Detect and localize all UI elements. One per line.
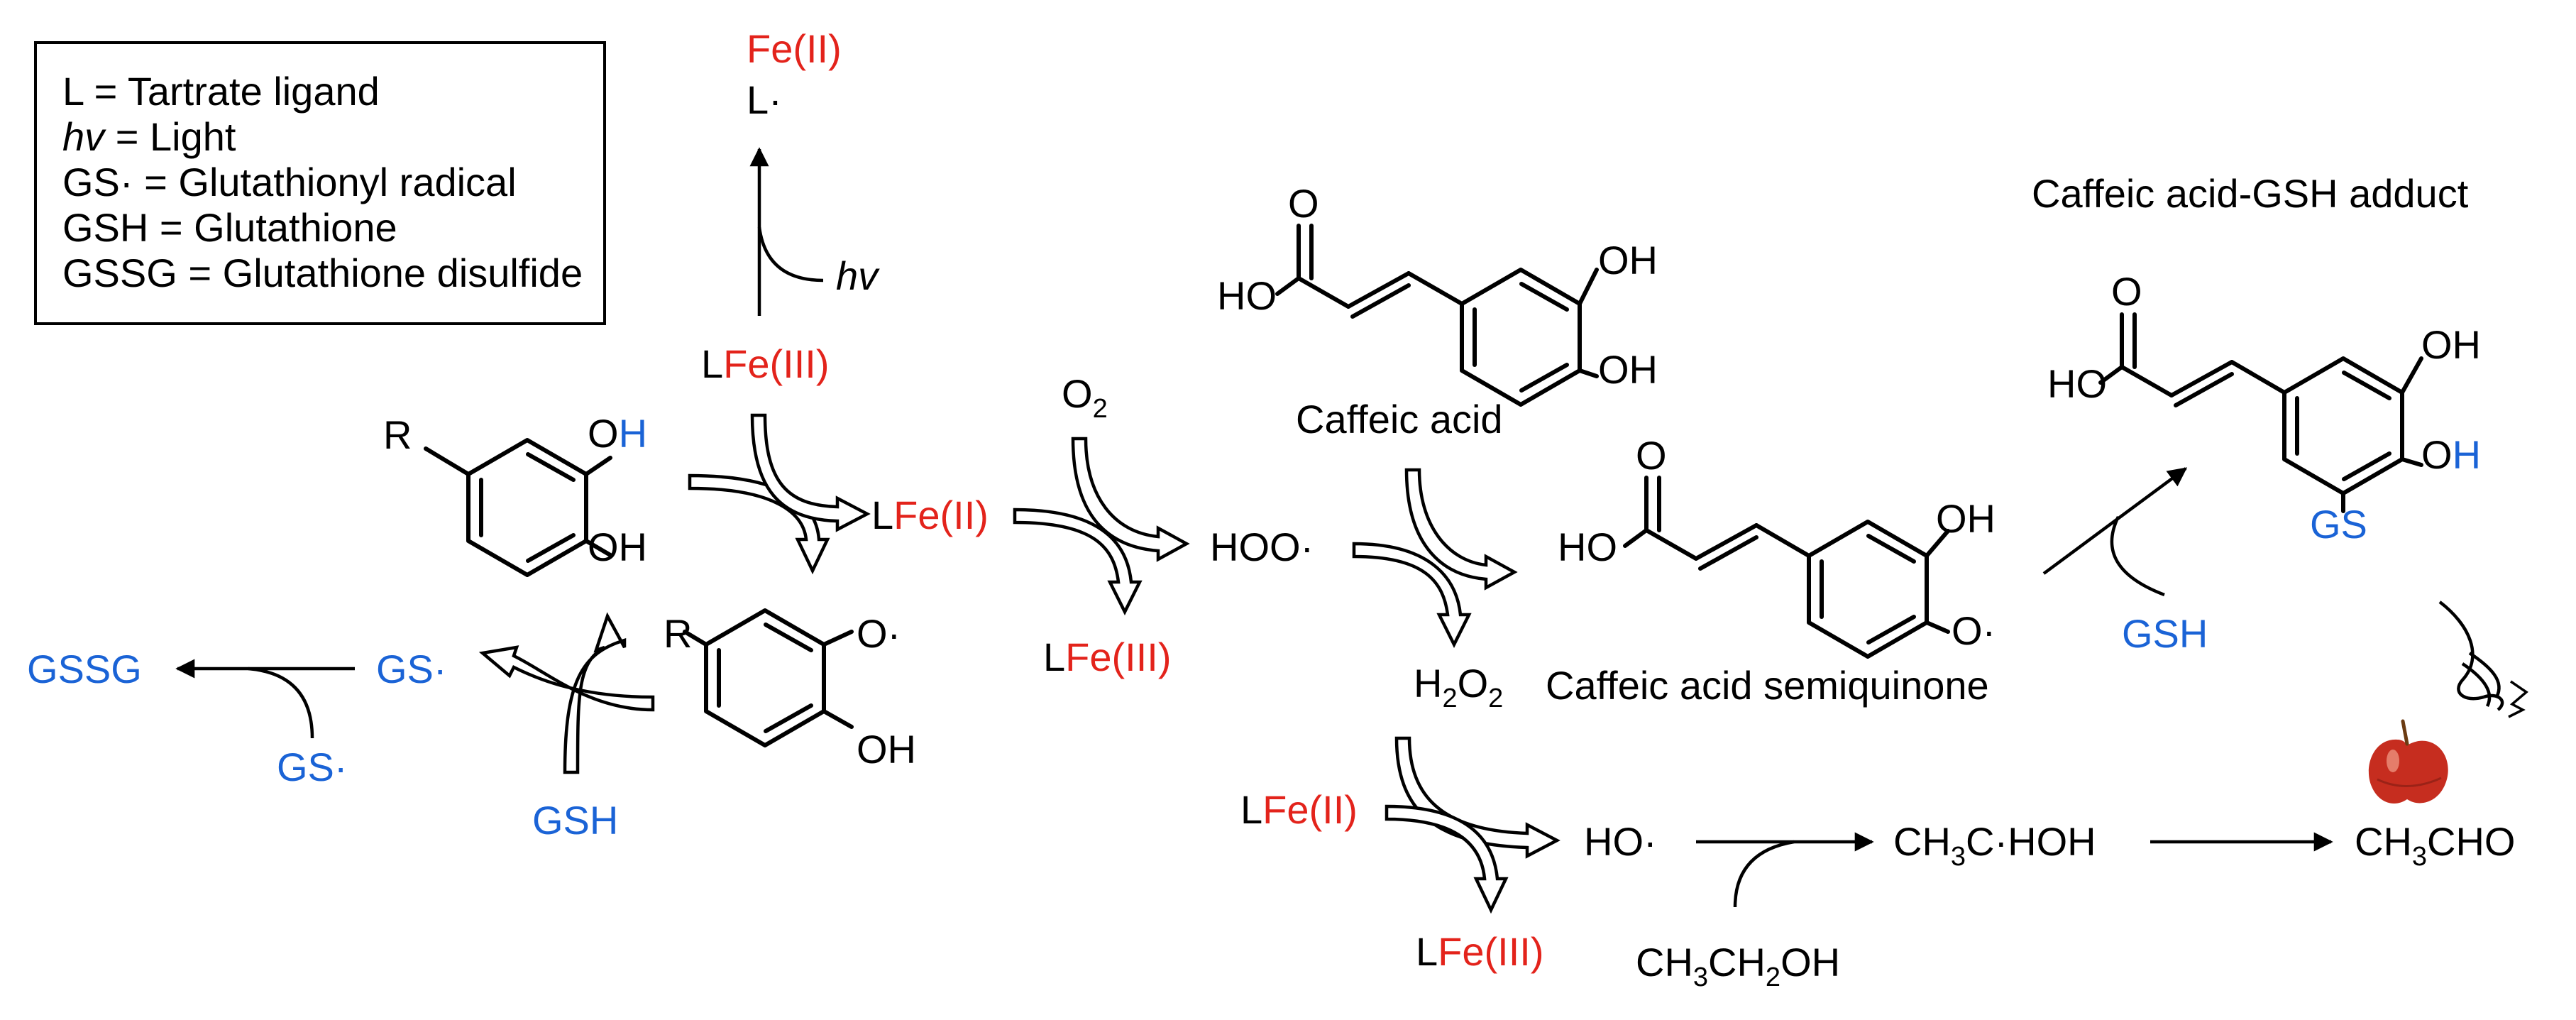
adduct-carbonyl-o: O (2111, 269, 2142, 314)
caffeic-acid-ho: HO (1217, 273, 1277, 318)
fe3-reduction-arrow (752, 415, 867, 530)
catechol-molecule: R OH OH (383, 411, 647, 575)
lfe3-mid-label: LFe(III) (1043, 635, 1171, 679)
legend: L = Tartrate ligand hv = Light GS· = Glu… (35, 43, 605, 324)
legend-line-disulfide: GSSG = Glutathione disulfide (62, 251, 583, 295)
semiquinone-o-radical: O· (857, 611, 901, 656)
gsh-reductant-label: GSH (532, 798, 618, 843)
gssg-label: GSSG (27, 647, 142, 691)
adduct-ho: HO (2047, 361, 2107, 406)
ligand-radical-label: L· (747, 77, 782, 122)
lfe2-mid-label: LFe(II) (871, 493, 989, 537)
hydroxyl-radical-label: HO· (1584, 819, 1657, 864)
caffeic-acid-semiquinone-molecule: O HO OH O· Caffeic acid semiquinone (1546, 433, 1996, 708)
gsh-addition-curve (2112, 517, 2164, 595)
legend-line-ligand: L = Tartrate ligand (62, 69, 380, 114)
photolysis-step: Fe(II) L· hv LFe(III) (701, 26, 880, 386)
second-radical-curve (248, 669, 312, 738)
adduct-oh-bottom: OH (2421, 432, 2481, 477)
semiquinone-acid-ho: HO (1558, 525, 1617, 569)
semiquinone-ring (706, 610, 824, 745)
nose-icon (2440, 602, 2526, 717)
fenton-iron-arrow (1387, 806, 1506, 910)
lfe2-fenton-label: LFe(II) (1240, 787, 1358, 832)
legend-line-glutathionyl: GS· = Glutathionyl radical (62, 160, 517, 204)
semiquinone-acid-ring (1809, 522, 1927, 657)
catechol-ring (468, 440, 586, 575)
light-label: hv (836, 253, 880, 298)
ethanol-input-curve (1735, 842, 1794, 907)
glutathionyl-formation-arrow (483, 647, 653, 710)
caffeic-acid-ring (1462, 270, 1580, 405)
lfe3-top-label: LFe(III) (701, 341, 829, 386)
semiquinone-oh: OH (857, 727, 916, 772)
hydroperoxyl-radical-label: HOO· (1210, 525, 1314, 569)
glutathionyl-radical-label: GS· (376, 647, 447, 691)
semiquinone-r-label: R (664, 611, 692, 656)
caffeic-acid-gsh-adduct-molecule: O HO OH OH GS Caffeic acid-GSH adduct (2032, 171, 2481, 547)
legend-line-light: hv = Light (62, 114, 236, 159)
oxygen-label: O2 (1062, 371, 1108, 424)
semiquinone-acid-name: Caffeic acid semiquinone (1546, 663, 1989, 708)
hydroxyethyl-radical-label: CH3C·HOH (1893, 819, 2096, 872)
catechol-oh-top: OH (588, 411, 647, 456)
lfe3-fenton-label: LFe(III) (1416, 929, 1543, 974)
caffeic-acid-molecule: O HO OH OH Caffeic acid (1217, 181, 1658, 442)
adduct-name: Caffeic acid-GSH adduct (2032, 171, 2469, 216)
catechol-oxidation-arrow (690, 476, 827, 571)
hydrogen-peroxide-label: H2O2 (1414, 661, 1503, 713)
apple-icon (2369, 721, 2448, 804)
second-glutathionyl-radical-label: GS· (277, 745, 348, 789)
adduct-ring (2284, 358, 2402, 493)
oxygen-input-arrow (1073, 439, 1187, 559)
gsh-addition-label: GSH (2122, 611, 2208, 656)
catechol-r-label: R (383, 412, 412, 457)
adduct-gs-substituent: GS (2310, 502, 2367, 547)
acetaldehyde-label: CH3CHO (2355, 819, 2515, 872)
semiquinone-acid-carbonyl-o: O (1636, 433, 1667, 478)
caffeic-acid-oh-top: OH (1598, 238, 1658, 283)
catechol-oh-bottom: OH (588, 525, 647, 569)
semiquinone-acid-o-radical: O· (1952, 608, 1996, 653)
caffeic-acid-oh-bottom: OH (1598, 347, 1658, 392)
adduct-oh-top: OH (2421, 322, 2481, 367)
fe2-top-label: Fe(II) (747, 26, 842, 71)
caffeic-acid-carbonyl-o: O (1288, 181, 1319, 226)
catechol-semiquinone-molecule: R O· OH (664, 610, 916, 772)
caffeic-acid-name: Caffeic acid (1296, 397, 1503, 442)
light-input-curve (759, 227, 823, 280)
ethanol-label: CH3CH2OH (1636, 940, 1840, 992)
legend-line-glutathione: GSH = Glutathione (62, 205, 397, 250)
semiquinone-acid-oh: OH (1936, 496, 1996, 541)
